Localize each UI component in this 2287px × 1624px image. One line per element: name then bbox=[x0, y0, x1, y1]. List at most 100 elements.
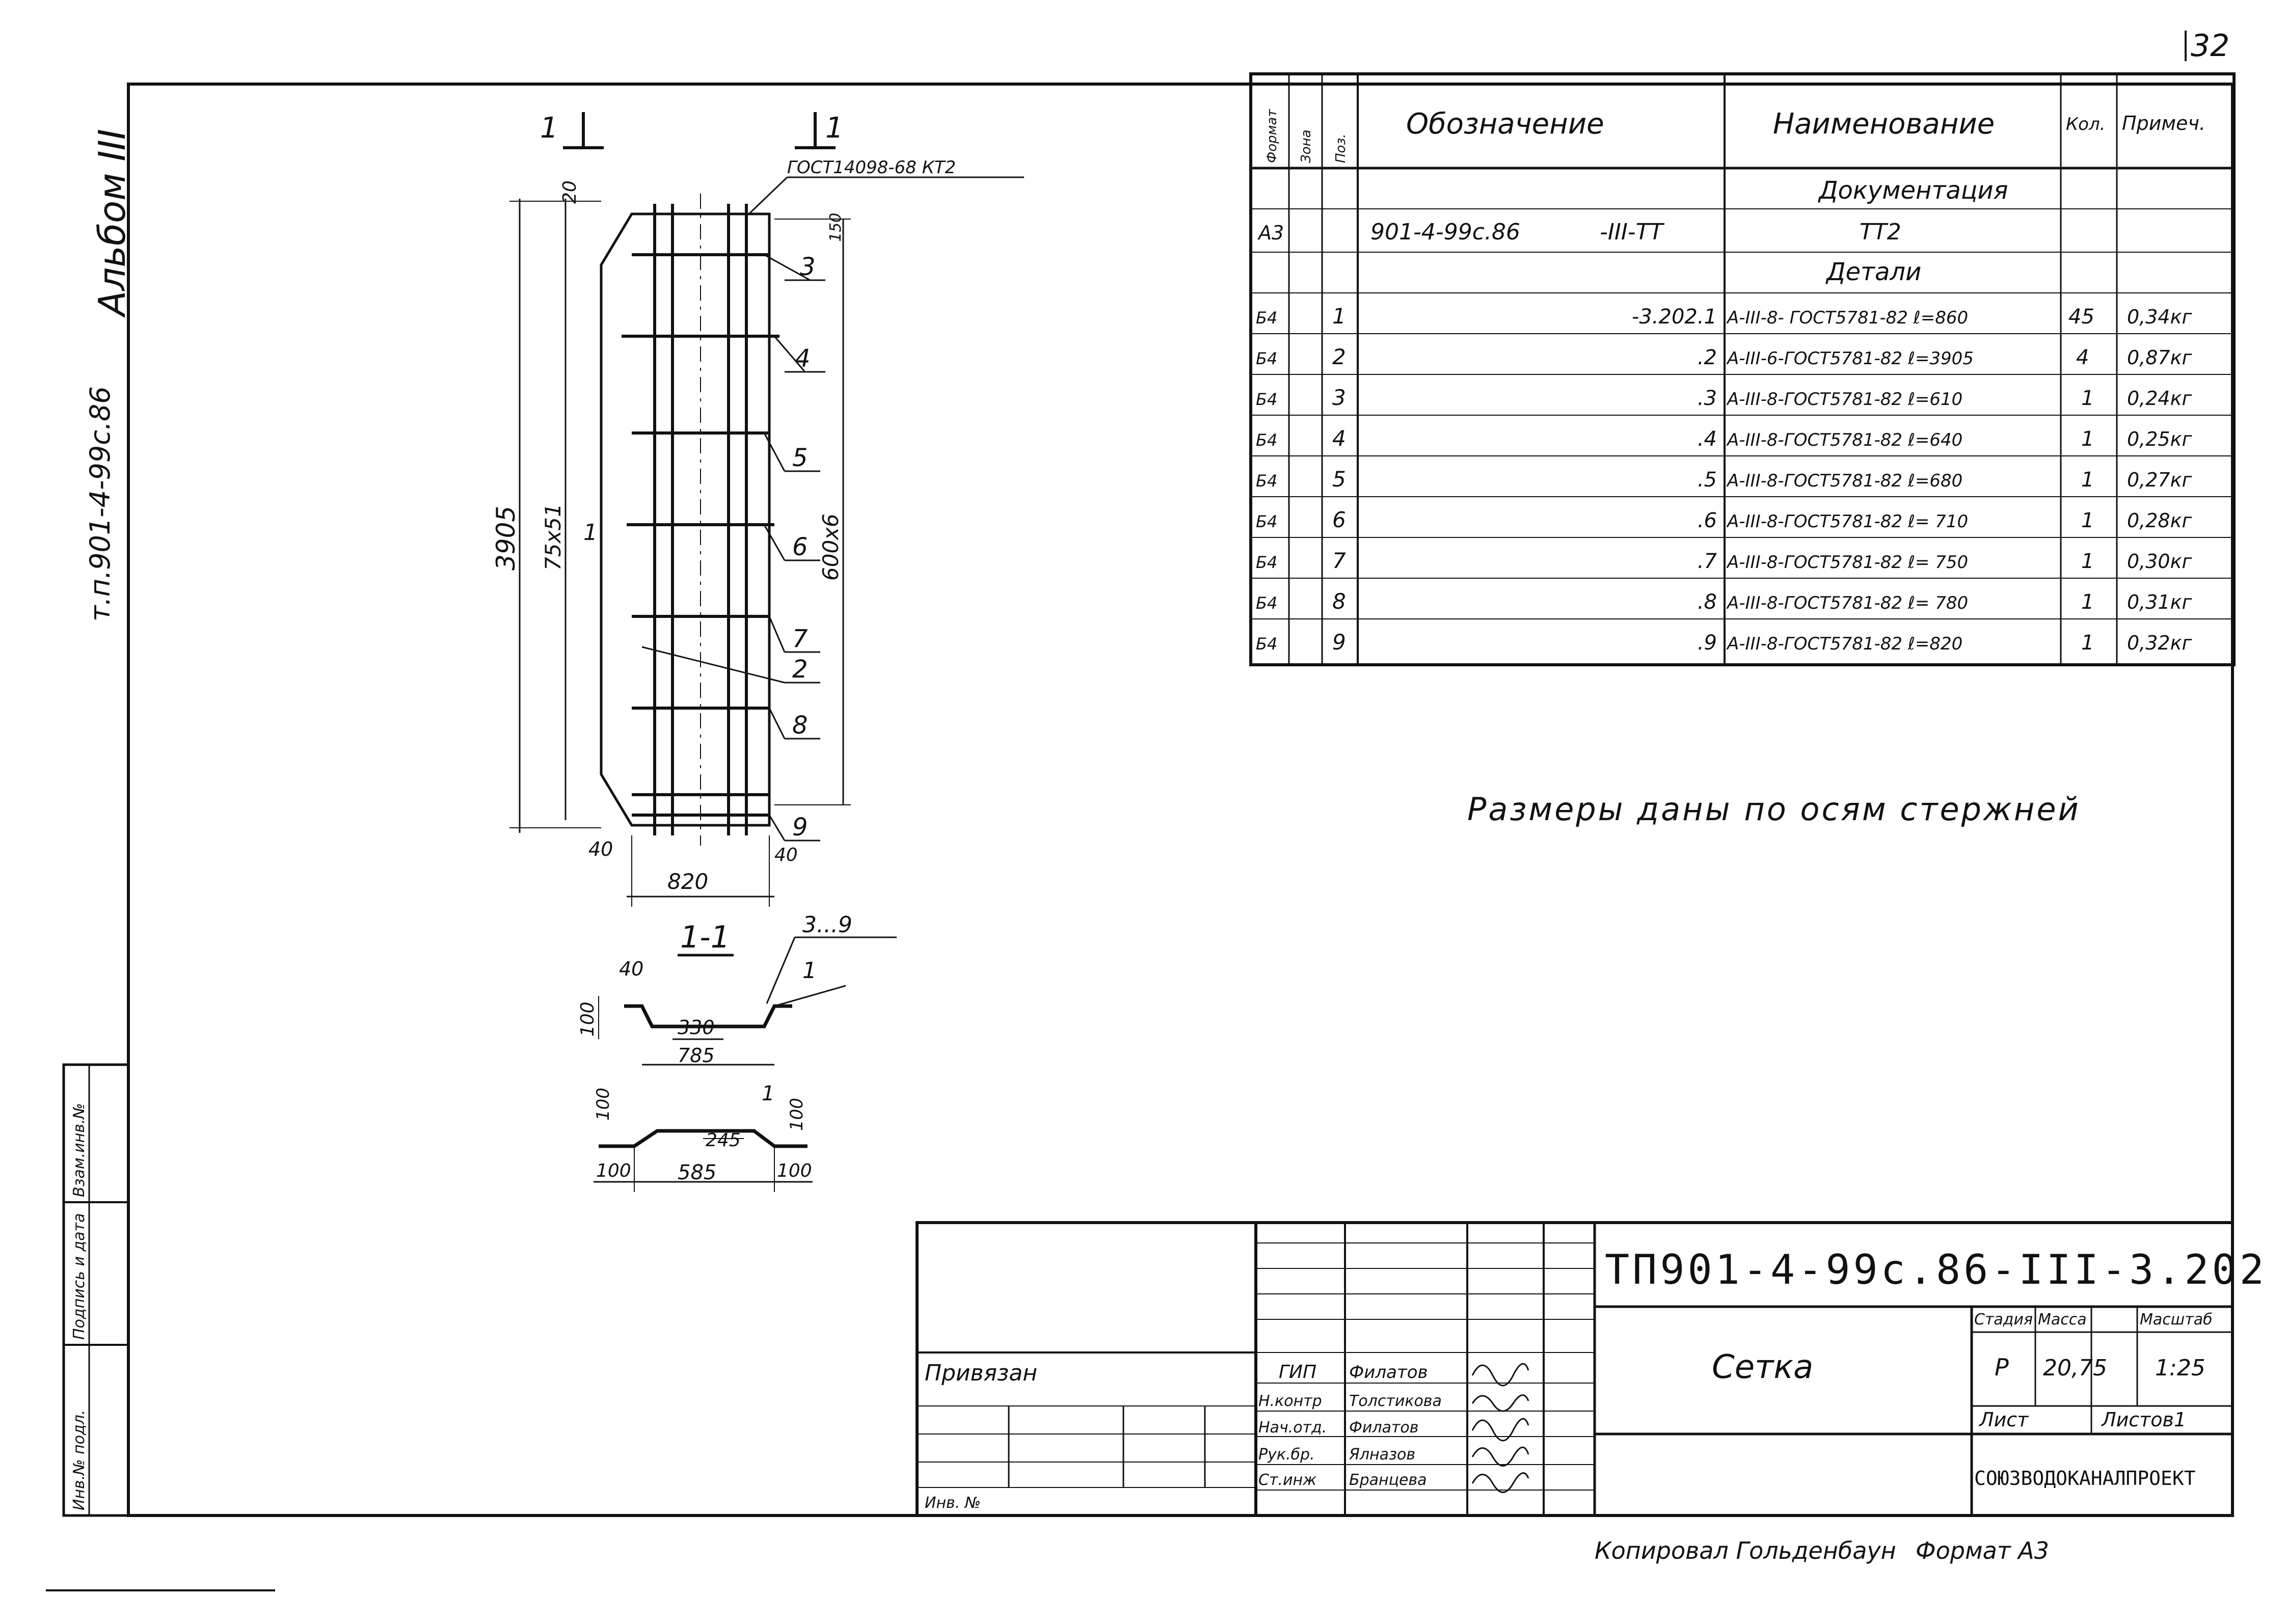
hdr-qty: Кол. bbox=[2066, 114, 2105, 134]
section-docs: Документация bbox=[1818, 176, 2008, 205]
row-qty: 1 bbox=[2081, 631, 2094, 655]
spec-row-7: Б4 7 .7 А-III-8-ГОСТ5781-82 ℓ= 750 1 0,3… bbox=[1256, 548, 2193, 573]
bend-dim-right-h: 100 bbox=[787, 1098, 807, 1131]
section-mark-left: 1 bbox=[540, 112, 558, 145]
hdr-designation: Обозначение bbox=[1406, 107, 1604, 141]
name-gip: Филатов bbox=[1349, 1362, 1428, 1383]
section-callout-rows: 3...9 bbox=[802, 912, 852, 938]
hdr-pos: Поз. bbox=[1333, 133, 1349, 163]
spec-row-2: Б4 2 .2 А-III-6-ГОСТ5781-82 ℓ=3905 4 0,8… bbox=[1256, 344, 2193, 369]
copied-by: Копировал Гольденбаун bbox=[1595, 1537, 1896, 1564]
row-qty: 1 bbox=[2081, 387, 2094, 410]
row-pos: 4 bbox=[1332, 426, 1346, 451]
sheets-label: Листов1 bbox=[2101, 1409, 2186, 1431]
page-number: 32 bbox=[2191, 28, 2229, 64]
longitudinal-bar-label: 1 bbox=[583, 520, 598, 546]
row-name: А-III-8-ГОСТ5781-82 ℓ= 710 bbox=[1726, 511, 1968, 532]
section-1-1: 1-1 3...9 1 100 40 330 785 bbox=[577, 912, 897, 1067]
dim-total-height: 3905 bbox=[491, 506, 521, 571]
dim-pitch: 75x51 bbox=[541, 503, 566, 571]
spec-row-8: Б4 8 .8 А-III-8-ГОСТ5781-82 ℓ= 780 1 0,3… bbox=[1256, 589, 2193, 614]
doc-designation: 901-4-99с.86 bbox=[1370, 219, 1520, 245]
row-pos: 1 bbox=[1332, 304, 1346, 329]
spec-row-9: Б4 9 .9 А-III-8-ГОСТ5781-82 ℓ=820 1 0,32… bbox=[1256, 630, 2193, 655]
section-dim-outer: 785 bbox=[678, 1044, 715, 1067]
callout-pos-7: 7 bbox=[792, 625, 808, 653]
bend-dim-left-w: 100 bbox=[596, 1160, 631, 1181]
spec-row-3: Б4 3 .3 А-III-8-ГОСТ5781-82 ℓ=610 1 0,24… bbox=[1256, 385, 2193, 410]
row-designation: .9 bbox=[1698, 631, 1717, 655]
section-dim-inner: 330 bbox=[678, 1016, 715, 1039]
spec-row-1: Б4 1 -3.202.1 А-III-8- ГОСТ5781-82 ℓ=860… bbox=[1256, 304, 2193, 329]
row-format: Б4 bbox=[1256, 512, 1277, 531]
drawing-title: Сетка bbox=[1712, 1348, 1813, 1386]
row-note: 0,87кг bbox=[2127, 346, 2193, 369]
row-pos: 8 bbox=[1332, 589, 1346, 614]
callout-pos-9: 9 bbox=[792, 813, 808, 842]
dim-bottom-left: 40 bbox=[588, 838, 613, 860]
title-block: ТП901-4-99с.86-III-3.202 Сетка Стадия Ма… bbox=[916, 1221, 2264, 1517]
row-note: 0,24кг bbox=[2127, 387, 2193, 410]
bend-detail: 100 100 1 245 585 100 100 bbox=[593, 1082, 813, 1192]
hdr-note: Примеч. bbox=[2122, 112, 2205, 134]
scale-value: 1:25 bbox=[2155, 1355, 2205, 1381]
role-senior-eng: Ст.инж bbox=[1258, 1471, 1316, 1489]
row-pos: 6 bbox=[1332, 507, 1346, 532]
signature-4 bbox=[1471, 1446, 1529, 1467]
row-note: 0,31кг bbox=[2127, 591, 2193, 613]
row-designation: .5 bbox=[1698, 468, 1717, 492]
row-designation: .2 bbox=[1698, 346, 1717, 369]
spec-row-4: Б4 4 .4 А-III-8-ГОСТ5781-82 ℓ=640 1 0,25… bbox=[1256, 426, 2193, 451]
row-designation: .4 bbox=[1698, 427, 1717, 451]
row-pos: 2 bbox=[1332, 344, 1346, 369]
row-name: А-III-8-ГОСТ5781-82 ℓ=640 bbox=[1726, 430, 1962, 450]
hdr-format: Формат bbox=[1264, 109, 1280, 163]
name-dept-head: Филатов bbox=[1349, 1419, 1418, 1437]
spec-row-6: Б4 6 .6 А-III-8-ГОСТ5781-82 ℓ= 710 1 0,2… bbox=[1256, 507, 2193, 532]
dim-top-offset: 20 bbox=[559, 180, 580, 204]
sheet-label: Лист bbox=[1978, 1409, 2029, 1431]
row-format: Б4 bbox=[1256, 430, 1277, 450]
signature-2 bbox=[1471, 1394, 1529, 1412]
bend-dim-right-w: 100 bbox=[777, 1160, 812, 1181]
row-format: Б4 bbox=[1256, 634, 1277, 654]
row-note: 0,32кг bbox=[2127, 632, 2193, 654]
dim-width: 820 bbox=[667, 869, 708, 894]
row-qty: 1 bbox=[2081, 468, 2094, 492]
row-designation: .6 bbox=[1698, 509, 1717, 532]
row-note: 0,25кг bbox=[2127, 428, 2193, 450]
row-qty: 1 bbox=[2081, 550, 2094, 573]
role-team-lead: Рук.бр. bbox=[1258, 1446, 1315, 1464]
stamp-replace-inv: Взам.инв.№ bbox=[70, 1103, 88, 1197]
name-norm-control: Толстикова bbox=[1349, 1392, 1442, 1410]
callout-pos-3: 3 bbox=[800, 253, 816, 281]
stage-label: Стадия bbox=[1974, 1311, 2033, 1329]
mass-label: Масса bbox=[2038, 1311, 2087, 1329]
gost-reference: ГОСТ14098-68 КТ2 bbox=[787, 157, 956, 178]
section-mark-right: 1 bbox=[825, 112, 844, 145]
row-designation: .7 bbox=[1698, 550, 1717, 573]
row-pos: 9 bbox=[1332, 630, 1346, 655]
section-parts: Детали bbox=[1825, 258, 1921, 286]
row-qty: 1 bbox=[2081, 509, 2094, 532]
bend-dim-bend: 245 bbox=[706, 1130, 741, 1151]
side-designation: т.п.901-4-99с.86 bbox=[84, 386, 116, 621]
row-format: Б4 bbox=[1256, 553, 1277, 572]
doc-name: ТТ2 bbox=[1860, 219, 1901, 245]
row-qty: 1 bbox=[2081, 427, 2094, 451]
role-gip: ГИП bbox=[1279, 1362, 1316, 1383]
dim-top-right: 150 bbox=[827, 213, 845, 242]
stamp-signature: Подпись и дата bbox=[70, 1213, 88, 1340]
row-name: А-III-8-ГОСТ5781-82 ℓ=610 bbox=[1726, 389, 1962, 410]
hdr-name: Наименование bbox=[1773, 107, 1995, 141]
bend-label: 1 bbox=[762, 1082, 774, 1105]
stage-value: Р bbox=[1995, 1354, 2009, 1381]
mesh-elevation: 1 1 ГОСТ14098-68 КТ2 20 150 3905 75x51 6… bbox=[491, 112, 1024, 907]
spec-row-5: Б4 5 .5 А-III-8-ГОСТ5781-82 ℓ=680 1 0,27… bbox=[1256, 467, 2193, 492]
section-title: 1-1 bbox=[680, 919, 730, 955]
signature-3 bbox=[1471, 1418, 1529, 1442]
sheet-format: Формат А3 bbox=[1916, 1537, 2049, 1564]
hdr-zone: Зона bbox=[1299, 129, 1314, 163]
section-dim-edge: 40 bbox=[619, 958, 643, 980]
